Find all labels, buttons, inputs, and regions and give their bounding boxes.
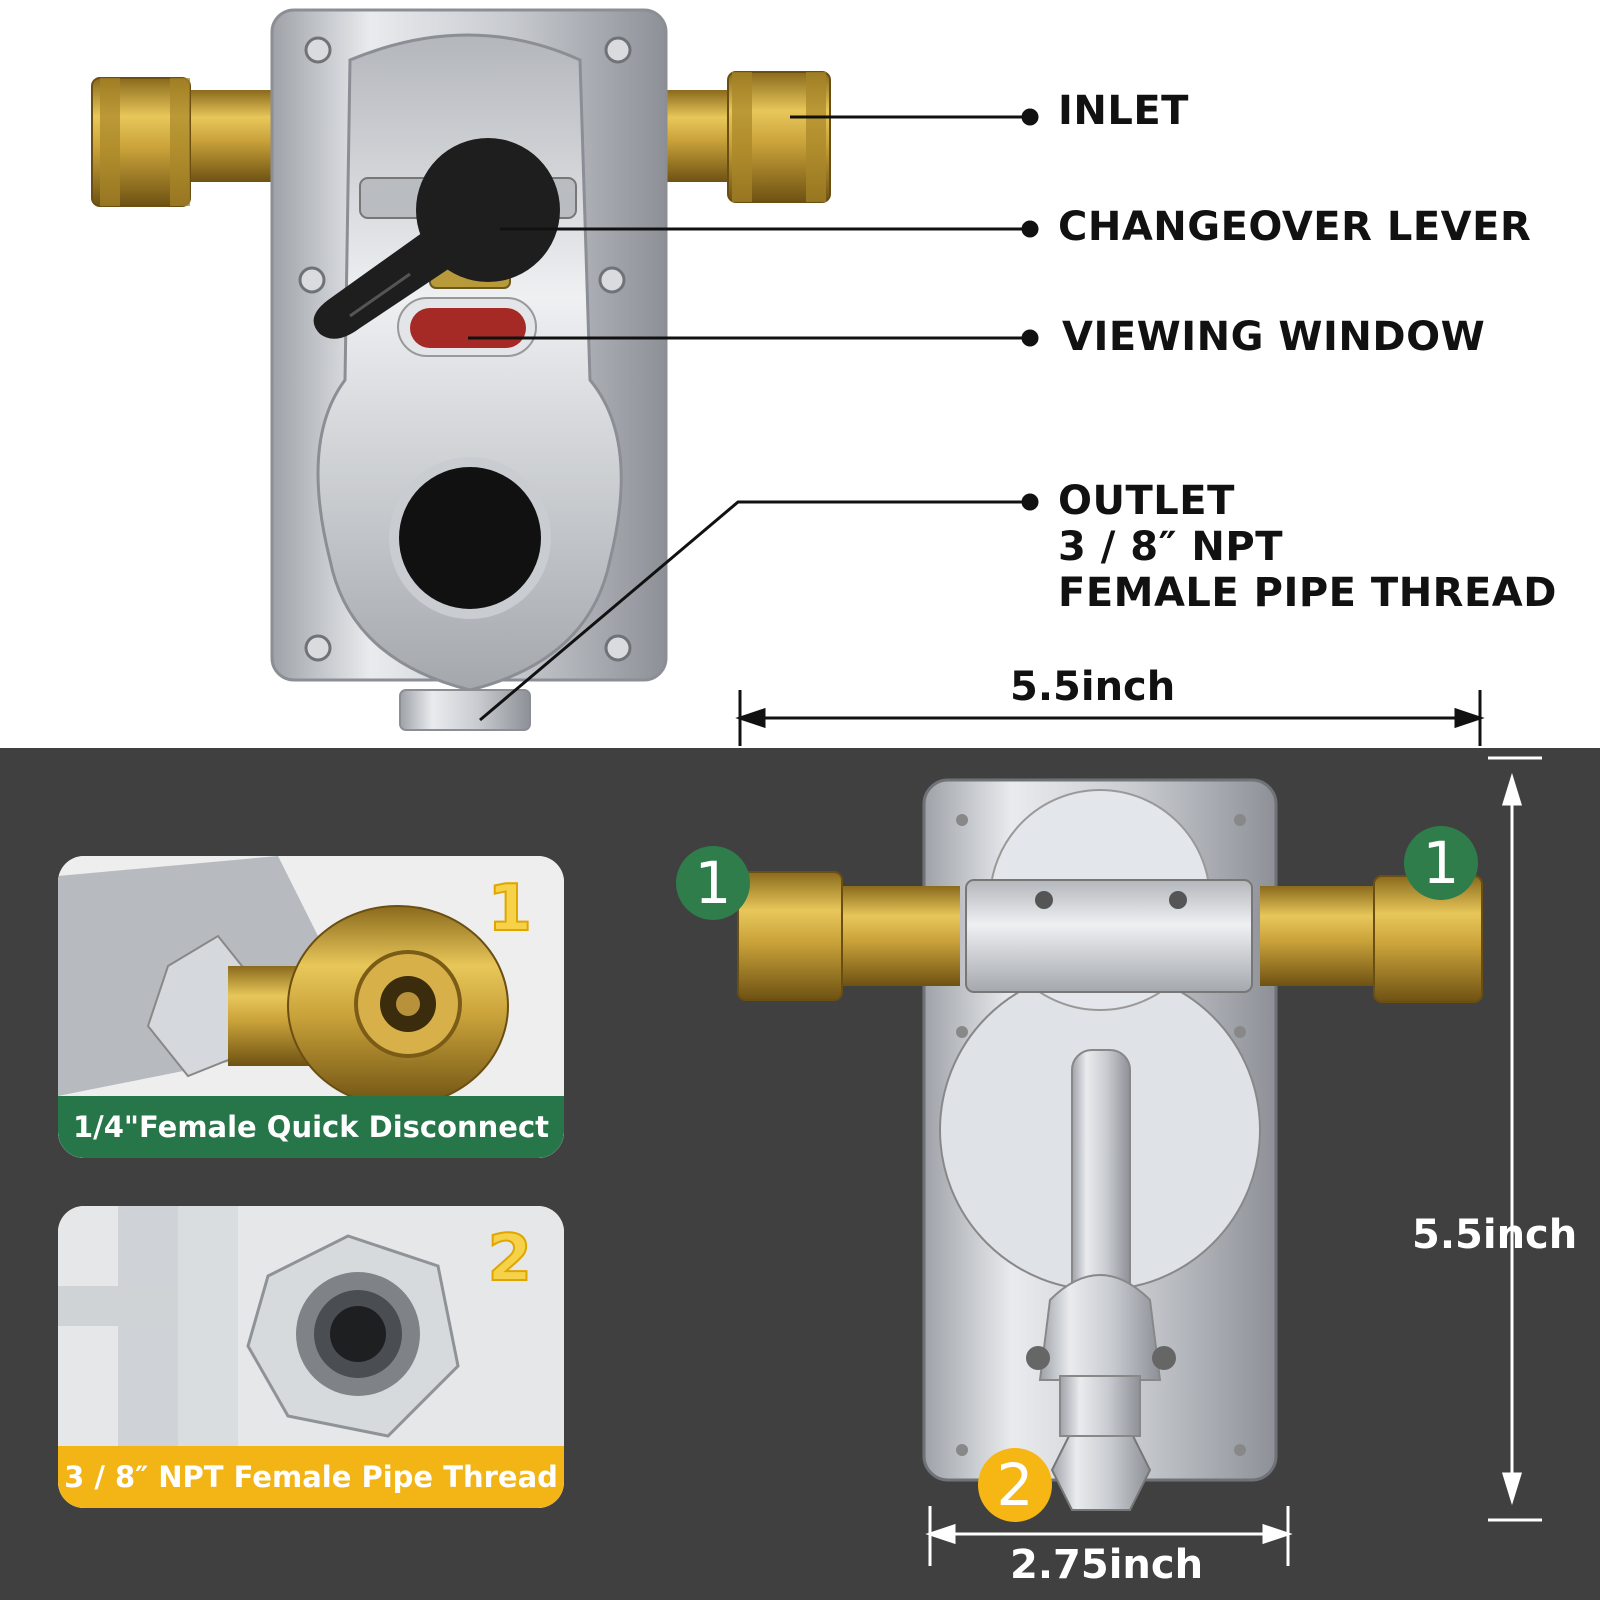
- card-number-2: 2: [486, 1221, 533, 1297]
- dimension-width-top: 5.5inch: [1010, 664, 1176, 710]
- dimension-line-right: [1488, 756, 1542, 1522]
- detail-card-quick-disconnect: 1 1/4"Female Quick Disconnect: [58, 856, 564, 1158]
- bottom-product-view: [737, 778, 1483, 1511]
- dimension-width-bottom: 2.75inch: [1010, 1542, 1204, 1588]
- callout-leaders: [468, 108, 1039, 722]
- vent-port: [389, 457, 551, 619]
- card-label-quick-disconnect: 1/4"Female Quick Disconnect: [58, 1096, 564, 1158]
- viewing-window: [397, 297, 537, 357]
- changeover-lever[interactable]: [313, 138, 560, 339]
- callout-outlet-size: 3 / 8″ NPT: [1058, 524, 1283, 570]
- outlet-port: [399, 689, 531, 731]
- inlet-fitting-right: [650, 71, 831, 203]
- badge-outlet: 2: [978, 1448, 1052, 1522]
- callout-inlet: INLET: [1058, 88, 1189, 134]
- callout-outlet-thread: FEMALE PIPE THREAD: [1058, 570, 1557, 616]
- dimension-line-bottom: [925, 1506, 1293, 1566]
- callout-outlet-title: OUTLET: [1058, 478, 1235, 524]
- badge-inlet-right: 1: [1404, 826, 1478, 900]
- card-number-1: 1: [486, 871, 533, 947]
- inlet-fitting-left: [91, 77, 290, 207]
- callout-changeover-lever: CHANGEOVER LEVER: [1058, 204, 1532, 250]
- badge-inlet-left: 1: [676, 846, 750, 920]
- callout-outlet: OUTLET 3 / 8″ NPT FEMALE PIPE THREAD: [1058, 478, 1557, 616]
- quick-disconnect-photo: [58, 856, 564, 1158]
- callout-viewing-window: VIEWING WINDOW: [1062, 314, 1486, 360]
- dimension-line-top: [735, 690, 1485, 746]
- dimension-height: 5.5inch: [1412, 1212, 1578, 1258]
- detail-card-pipe-thread: 2 3 / 8″ NPT Female Pipe Thread: [58, 1206, 564, 1508]
- card-label-pipe-thread: 3 / 8″ NPT Female Pipe Thread: [58, 1446, 564, 1508]
